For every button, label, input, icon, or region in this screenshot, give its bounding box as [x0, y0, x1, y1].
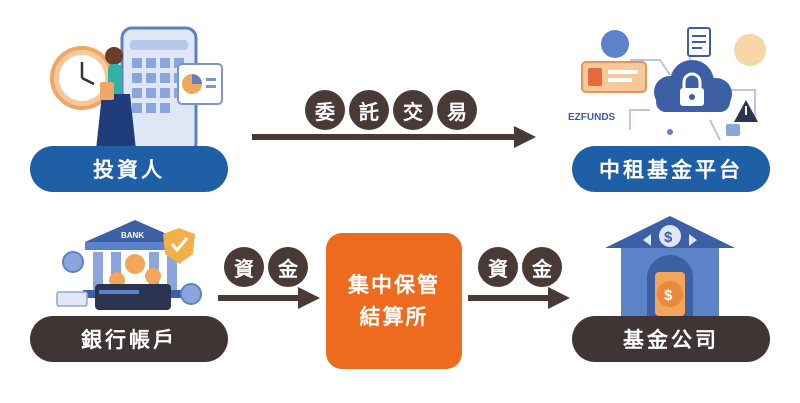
left-flow-arrow	[218, 287, 320, 309]
left-flow-char-circle-2: 金	[268, 247, 308, 287]
svg-text:$: $	[664, 287, 673, 304]
investor-illustration	[50, 26, 223, 156]
flow-char-circle-1: 委	[305, 90, 345, 130]
right-flow-char-circle-2: 金	[522, 247, 562, 287]
bank-account-pill: 銀行帳戶	[30, 316, 228, 362]
dollar-coin-icon	[657, 281, 683, 307]
flow-char-circle-4: 易	[437, 90, 477, 130]
top-flow-arrow	[252, 126, 536, 148]
small-lock-icon	[726, 124, 740, 136]
central-depository-line2: 結算所	[359, 305, 429, 329]
platform-pill: 中租基金平台	[572, 146, 770, 192]
bank-account-label: 銀行帳戶	[81, 328, 177, 352]
lock-icon	[680, 72, 704, 106]
person-icon	[105, 47, 123, 65]
central-depository-line1: 集中保管	[348, 273, 440, 297]
wallet-icon	[95, 284, 171, 310]
fund-company-pill: 基金公司	[572, 316, 770, 362]
right-flow-arrow	[468, 287, 570, 309]
bank-sign-text: BANK	[121, 231, 144, 240]
left-flow-char-circle-1: 資	[224, 247, 264, 287]
fund-company-label: 基金公司	[623, 328, 719, 352]
right-flow-char-circle-1: 資	[478, 247, 518, 287]
fund-company-illustration: $ $	[605, 216, 735, 316]
flow-char-circle-2: 託	[349, 90, 389, 130]
platform-label: 中租基金平台	[599, 158, 743, 182]
investor-label: 投資人	[93, 158, 165, 182]
svg-text:$: $	[664, 229, 673, 246]
central-depository-box: 集中保管 結算所	[326, 233, 462, 369]
platform-illustration: EZFUNDS	[568, 27, 766, 141]
coin-icon	[62, 251, 84, 273]
bank-illustration: BANK	[56, 220, 202, 310]
bank-building-icon	[85, 220, 185, 242]
investor-pill: 投資人	[30, 146, 228, 192]
flow-char-circle-3: 交	[393, 90, 433, 130]
ezfunds-logo-text: EZFUNDS	[568, 112, 616, 123]
